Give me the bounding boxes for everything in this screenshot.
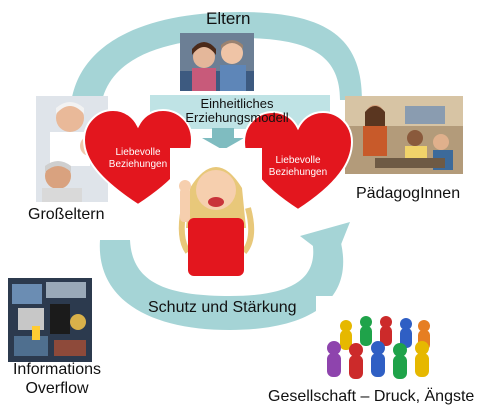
- parents-photo: [180, 33, 254, 91]
- top-arc: [70, 12, 362, 118]
- society-figures-photo: [316, 296, 440, 380]
- label-info-line2: Overflow: [25, 380, 89, 397]
- information-overflow-image: [8, 278, 92, 362]
- teachers-photo: [345, 96, 463, 174]
- label-parents: Eltern: [206, 9, 251, 28]
- bottom-arc: [99, 232, 344, 330]
- label-heart-left-line2: Beziehungen: [108, 159, 168, 170]
- child-image: [170, 148, 262, 284]
- label-society: Gesellschaft – Druck, Ängste: [268, 388, 475, 405]
- label-model-line1: Einheitliches: [200, 96, 274, 111]
- label-model-line2: Erziehungsmodell: [185, 110, 289, 125]
- label-grandparents: Großeltern: [28, 206, 105, 223]
- label-heart-left-line1: Liebevolle: [115, 147, 161, 158]
- label-info-line1: Informations: [12, 361, 102, 378]
- heart-left: [82, 108, 194, 207]
- label-heart-right-line1: Liebevolle: [275, 155, 321, 166]
- society-figures-image: [316, 296, 440, 380]
- figure-row-front: [327, 341, 429, 379]
- label-heart-right-line2: Beziehungen: [268, 167, 328, 178]
- heart-right: [242, 110, 354, 212]
- bottom-arc-arrowhead: [300, 222, 350, 262]
- label-teachers: PädagogInnen: [356, 185, 461, 202]
- teachers-image: [345, 96, 463, 174]
- child-photo: [170, 148, 262, 284]
- label-protection: Schutz und Stärkung: [148, 299, 297, 316]
- down-arrow: [202, 128, 244, 150]
- parents-image: [180, 33, 254, 91]
- information-overflow-photo: [8, 278, 92, 362]
